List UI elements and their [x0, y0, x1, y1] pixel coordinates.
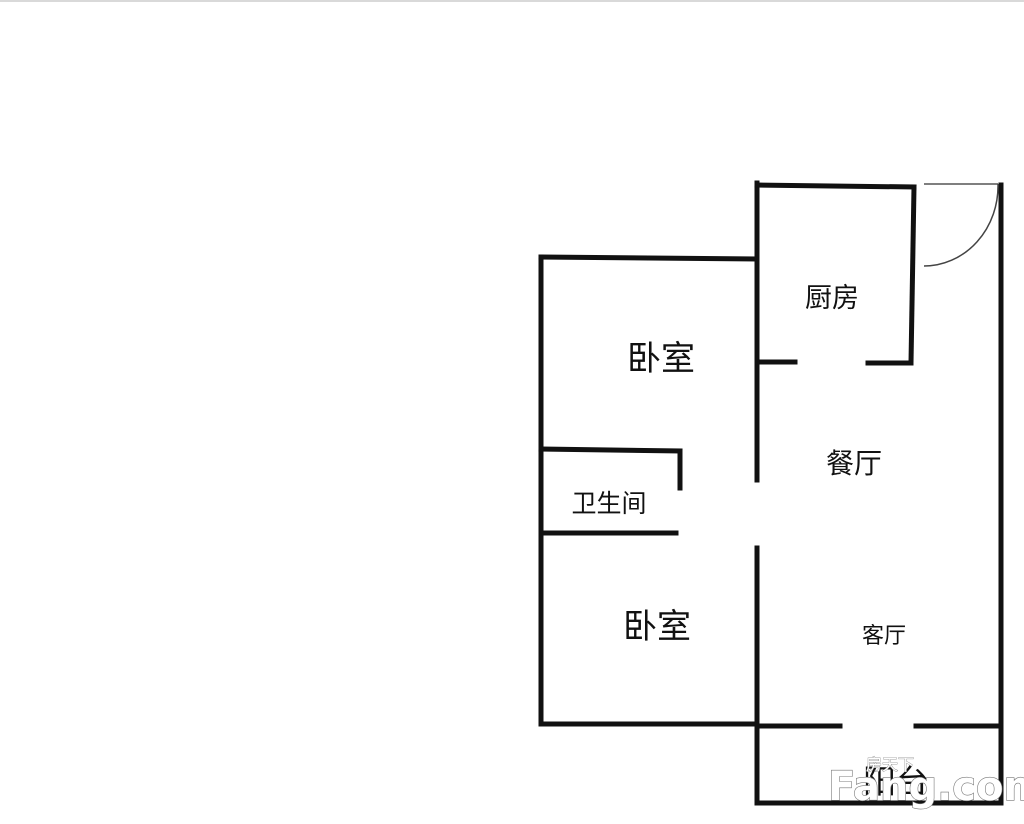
- room-label-kitchen: 厨房: [805, 283, 859, 314]
- room-label-bedroom-top: 卧室: [627, 339, 695, 379]
- room-label-dining: 餐厅: [826, 447, 882, 480]
- fang-watermark: 房天下 Fang.com: [827, 755, 1024, 811]
- watermark-brand-cn: 房天下: [866, 755, 914, 774]
- watermark-brand: Fang.com: [828, 764, 1024, 810]
- wall-kitchen-right: [908, 184, 917, 366]
- wall-bath-top: [538, 446, 683, 454]
- door-swing-arc: [923, 183, 999, 267]
- wall-kitchen-top: [754, 182, 917, 190]
- room-label-bedroom-bottom: 卧室: [623, 607, 691, 647]
- room-label-balcony: 阳台: [863, 762, 929, 801]
- room-label-bathroom: 卫生间: [571, 489, 646, 518]
- top-border-line: [0, 0, 1024, 2]
- walls: [538, 180, 1004, 806]
- room-label-living: 客厅: [862, 624, 906, 649]
- entry-door: [923, 183, 999, 267]
- wall-top-left: [538, 254, 759, 262]
